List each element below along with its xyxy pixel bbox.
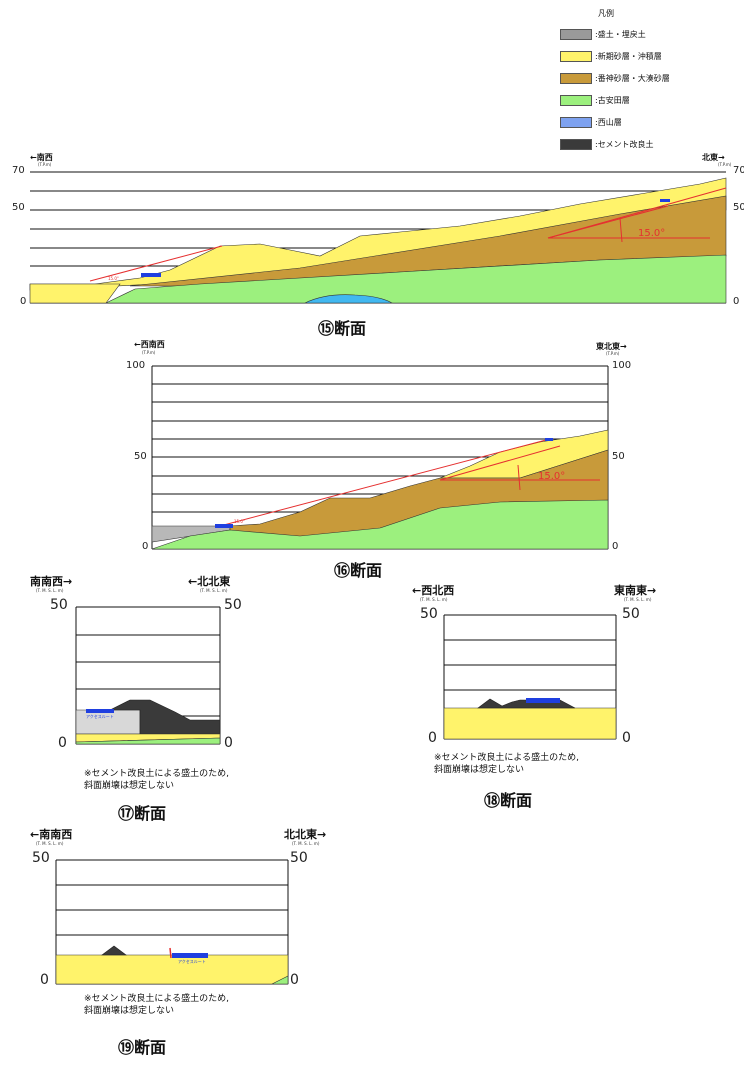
s15-koyasuda-layer — [105, 254, 727, 304]
s16-left-unit: (T.P.m) — [142, 350, 156, 355]
s17-right-unit: (T. M. S. L. m) — [200, 588, 228, 593]
legend-label: :盛土・埋戻土 — [595, 30, 646, 39]
s19-marker-line — [169, 947, 172, 959]
s18-right-unit: (T. M. S. L. m) — [624, 597, 652, 602]
s19-koyasuda-layer — [271, 975, 289, 985]
s18-note-line1: ※セメント改良土による盛土のため, — [434, 753, 579, 763]
s16-access-route-marker-right — [545, 438, 553, 441]
legend-swatch — [560, 51, 592, 62]
s15-section-title: ⑮断面 — [318, 319, 367, 338]
s15-left-direction: ←南西 — [30, 153, 53, 162]
s16-koyasuda-layer — [151, 499, 609, 550]
s16-y-tick-mid-right: 50 — [612, 451, 625, 462]
s16-section-title: ⑯断面 — [334, 561, 383, 580]
s19-note-line1: ※セメント改良土による盛土のため, — [84, 994, 229, 1004]
s19-y-tick-zero-left: 0 — [40, 972, 49, 988]
s15-yellow-left — [29, 283, 121, 304]
s18-y-tick-top-right: 50 — [622, 606, 640, 622]
s15-y-tick-top-right: 70 — [733, 165, 744, 176]
s17-left-unit: (T. M. S. L. m) — [36, 588, 64, 593]
s19-cement-layer — [101, 945, 127, 956]
s18-y-tick-zero-right: 0 — [622, 730, 631, 746]
s16-access-route-marker — [215, 524, 233, 528]
s17-note-line2: 斜面崩壊は想定しない — [84, 781, 175, 791]
s15-y-tick-zero-left: 0 — [20, 296, 27, 307]
legend-swatch — [560, 95, 592, 106]
s18-note-line2: 斜面崩壊は想定しない — [434, 765, 525, 775]
legend-swatch — [560, 29, 592, 40]
s18-left-direction: ←西北西 — [412, 584, 455, 597]
s17-koyasuda-layer — [75, 737, 221, 745]
s18-access-route-marker — [526, 698, 560, 703]
s19-y-tick-zero-right: 0 — [290, 972, 299, 988]
s18-cross-section — [443, 614, 617, 740]
s15-y-tick-top-left: 70 — [12, 165, 25, 176]
s19-y-tick-top-right: 50 — [290, 850, 308, 866]
legend-swatch — [560, 73, 592, 84]
s15-cross-section: 15.0° 15.0° — [29, 171, 727, 304]
s15-y-tick-zero-right: 0 — [733, 296, 740, 307]
s19-right-unit: (T. M. S. L. m) — [292, 841, 320, 846]
legend-label: :西山層 — [595, 118, 622, 127]
s18-right-direction: 東南東→ — [614, 584, 657, 597]
s15-access-route-marker — [141, 273, 161, 277]
s17-note-line1: ※セメント改良土による盛土のため, — [84, 769, 229, 779]
s16-y-tick-zero-right: 0 — [612, 541, 619, 552]
s17-access-route-marker — [86, 709, 114, 713]
legend-label: :新期砂層・沖積層 — [595, 52, 662, 61]
s16-cross-section: 15.0° 15.0° — [151, 365, 609, 550]
s16-y-tick-top-right: 100 — [612, 360, 632, 371]
s19-access-route-marker — [172, 953, 208, 958]
s15-nishiyama-layer — [304, 294, 394, 304]
s17-right-direction: ←北北東 — [188, 575, 231, 588]
s17-cement-layer — [109, 699, 221, 735]
legend-title: 凡例 — [598, 9, 614, 18]
legend-label: :番神砂層・大湊砂層 — [595, 74, 670, 83]
s17-section-title: ⑰断面 — [118, 804, 167, 823]
legend-swatch — [560, 139, 592, 150]
s17-y-tick-top-right: 50 — [224, 597, 242, 613]
s15-small-angle-label: 15.0° — [108, 276, 119, 281]
s19-right-direction: 北北東→ — [284, 828, 327, 841]
s15-right-unit: (T.P.m) — [718, 162, 732, 167]
s19-left-direction: ←南南西 — [30, 828, 73, 841]
s17-y-tick-zero-left: 0 — [58, 735, 67, 751]
s15-slip-lines — [89, 187, 727, 282]
s16-angle-label: 15.0° — [538, 471, 565, 482]
s16-left-direction: ←西南西 — [134, 340, 165, 349]
s15-access-route-marker-right — [660, 199, 670, 202]
s16-y-tick-top-left: 100 — [126, 360, 146, 371]
s17-y-tick-top-left: 50 — [50, 597, 68, 613]
s19-left-unit: (T. M. S. L. m) — [36, 841, 64, 846]
legend-label: :セメント改良土 — [595, 140, 654, 149]
s16-y-tick-zero-left: 0 — [142, 541, 149, 552]
s17-access-route-label: アクセスルート — [86, 713, 114, 719]
s19-new-sand-layer — [55, 954, 289, 985]
s18-y-tick-top-left: 50 — [420, 606, 438, 622]
s19-section-title: ⑲断面 — [118, 1038, 167, 1057]
s16-right-unit: (T.P.m) — [606, 351, 620, 356]
s15-y-tick-mid-right: 50 — [733, 202, 744, 213]
legend-label: :古安田層 — [595, 96, 630, 105]
s18-left-unit: (T. M. S. L. m) — [420, 597, 448, 602]
s17-cross-section: アクセスルート — [75, 606, 221, 745]
s15-y-tick-mid-left: 50 — [12, 202, 25, 213]
s19-cross-section: アクセスルート — [55, 859, 289, 985]
s17-left-direction: 南南西→ — [30, 575, 73, 588]
s19-access-route-label: アクセスルート — [178, 958, 206, 964]
s15-right-direction: 北東→ — [702, 153, 725, 162]
legend-swatch — [560, 117, 592, 128]
s18-y-tick-zero-left: 0 — [428, 730, 437, 746]
s16-right-direction: 東北東→ — [596, 342, 627, 351]
s15-angle-label: 15.0° — [638, 228, 665, 239]
s15-left-unit: (T.P.m) — [38, 162, 52, 167]
s16-y-tick-mid-left: 50 — [134, 451, 147, 462]
s19-y-tick-top-left: 50 — [32, 850, 50, 866]
s16-slip-lines — [219, 439, 600, 527]
s19-note-line2: 斜面崩壊は想定しない — [84, 1006, 175, 1016]
s18-section-title: ⑱断面 — [484, 791, 533, 810]
s16-small-angle-label: 15.0° — [234, 519, 245, 524]
s17-y-tick-zero-right: 0 — [224, 735, 233, 751]
